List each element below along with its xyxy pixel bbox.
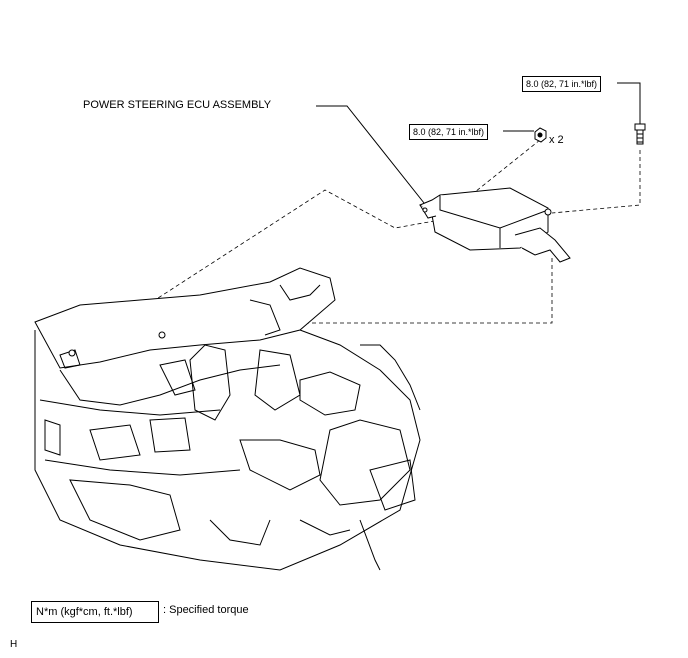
ecu-assembly-label: POWER STEERING ECU ASSEMBLY [83, 99, 272, 111]
ecu-leader-line [316, 105, 429, 209]
bolt-torque-box: 8.0 (82, 71 in.*lbf) [522, 76, 602, 92]
ecu-assembly [419, 187, 571, 263]
bolt-icon [634, 123, 646, 145]
instrument-panel [34, 267, 421, 571]
bolt-leader-line [617, 82, 641, 124]
nut-icon [534, 127, 547, 143]
nut-quantity-label: x 2 [549, 134, 564, 146]
corner-mark: H [10, 639, 18, 650]
legend-unit-box: N*m (kgf*cm, ft.*lbf) [31, 601, 159, 623]
legend-description: : Specified torque [163, 604, 249, 616]
panel-mount-points [68, 331, 166, 357]
nut-torque-box: 8.0 (82, 71 in.*lbf) [409, 124, 489, 140]
